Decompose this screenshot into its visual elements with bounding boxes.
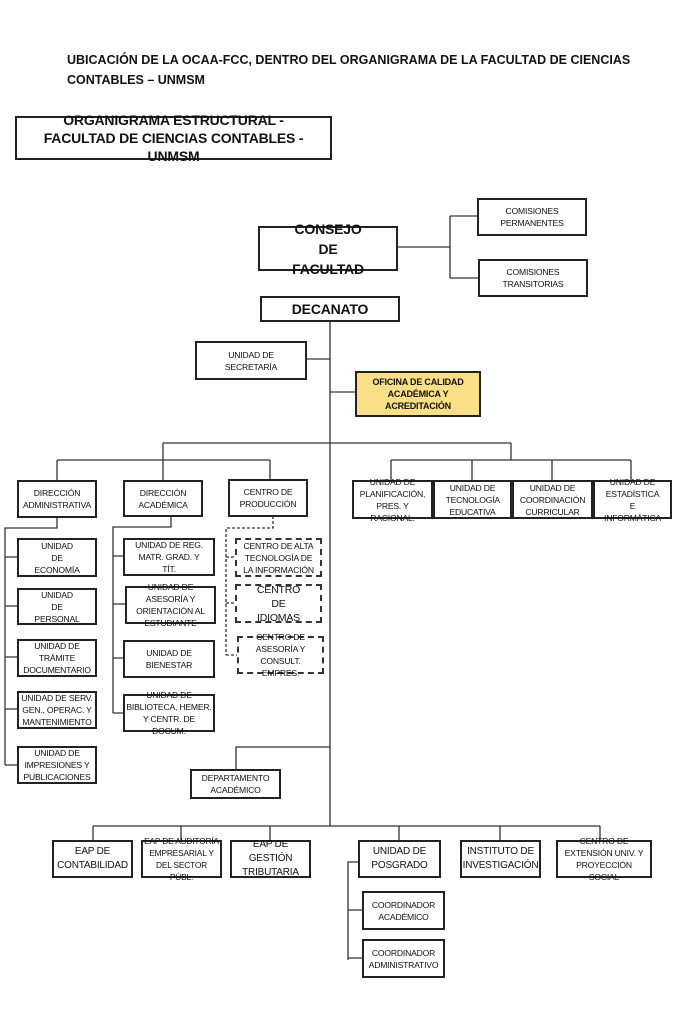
node-coordinacion-curricular: UNIDAD DE COORDINACIÓN CURRICULAR <box>512 480 593 519</box>
node-biblioteca: UNIDAD DE BIBLIOTECA, HEMER. Y CENTR. DE… <box>123 690 215 736</box>
node-asesoria-estudiante: UNIDAD DE ASESORÍA Y ORIENTACIÓN AL ESTU… <box>125 582 216 628</box>
node-registro: UNIDAD DE REG. MATR. GRAD. Y TÍT. <box>123 538 215 576</box>
node-departamento-academico: DEPARTAMENTO ACADÉMICO <box>190 769 281 799</box>
node-centro-extension: CENTRO DE EXTENSIÓN UNIV. Y PROYECCIÓN S… <box>556 836 652 882</box>
node-consejo: CONSEJO DE FACULTAD <box>258 221 398 277</box>
chart-title: ORGANIGRAMA ESTRUCTURAL - FACULTAD DE CI… <box>15 112 332 164</box>
node-comisiones-transitorias: COMISIONES TRANSITORIAS <box>478 259 588 297</box>
node-centro-idiomas: CENTRO DE IDIOMAS <box>235 584 322 624</box>
node-servicios-generales: UNIDAD DE SERV. GEN., OPERAC. Y MANTENIM… <box>17 691 97 729</box>
node-direccion-administrativa: DIRECCIÓN ADMINISTRATIVA <box>17 480 97 518</box>
node-economia: UNIDAD DE ECONOMÍA <box>17 538 97 577</box>
node-tecnologia-educativa: UNIDAD DE TECNOLOGÍA EDUCATIVA <box>433 480 512 519</box>
node-secretaria: UNIDAD DE SECRETARÍA <box>195 341 307 380</box>
node-decanato: DECANATO <box>260 296 400 322</box>
node-centro-produccion: CENTRO DE PRODUCCIÓN <box>228 479 308 517</box>
heading-line-2: CONTABLES – UNMSM <box>67 73 205 87</box>
heading-line-1: UBICACIÓN DE LA OCAA-FCC, DENTRO DEL ORG… <box>67 53 631 67</box>
node-bienestar: UNIDAD DE BIENESTAR <box>123 640 215 678</box>
node-unidad-posgrado: UNIDAD DE POSGRADO <box>358 840 441 878</box>
node-personal: UNIDAD DE PERSONAL <box>17 588 97 625</box>
node-planificacion: UNIDAD DE PLANIFICACIÓN, PRES. Y RACIONA… <box>352 477 433 523</box>
node-coordinador-administrativo: COORDINADOR ADMINISTRATIVO <box>362 939 445 978</box>
node-instituto-investigacion: INSTITUTO DE INVESTIGACIÓN <box>460 840 541 878</box>
node-eap-contabilidad: EAP DE CONTABILIDAD <box>52 840 133 878</box>
node-comisiones-permanentes: COMISIONES PERMANENTES <box>477 198 587 236</box>
node-impresiones: UNIDAD DE IMPRESIONES Y PUBLICACIONES <box>17 746 97 784</box>
node-centro-asesoria: CENTRO DE ASESORÍA Y CONSULT. EMPRES. <box>237 632 324 678</box>
node-estadistica: UNIDAD DE ESTADÍSTICA E INFORMÁTICA <box>593 477 672 523</box>
node-eap-gestion-tributaria: EAP DE GESTIÓN TRIBUTARIA <box>230 839 311 878</box>
node-direccion-academica: DIRECCIÓN ACADÉMICA <box>123 480 203 517</box>
node-tramite: UNIDAD DE TRÁMITE DOCUMENTARIO <box>17 639 97 677</box>
node-ocaa: OFICINA DE CALIDAD ACADÉMICA Y ACREDITAC… <box>355 371 481 417</box>
node-centro-alta-tecnologia: CENTRO DE ALTA TECNOLOGÍA DE LA INFORMAC… <box>235 538 322 577</box>
node-coordinador-academico: COORDINADOR ACADÉMICO <box>362 891 445 930</box>
node-eap-auditoria: EAP DE AUDITORÍA EMPRESARIAL Y DEL SECTO… <box>141 836 222 882</box>
